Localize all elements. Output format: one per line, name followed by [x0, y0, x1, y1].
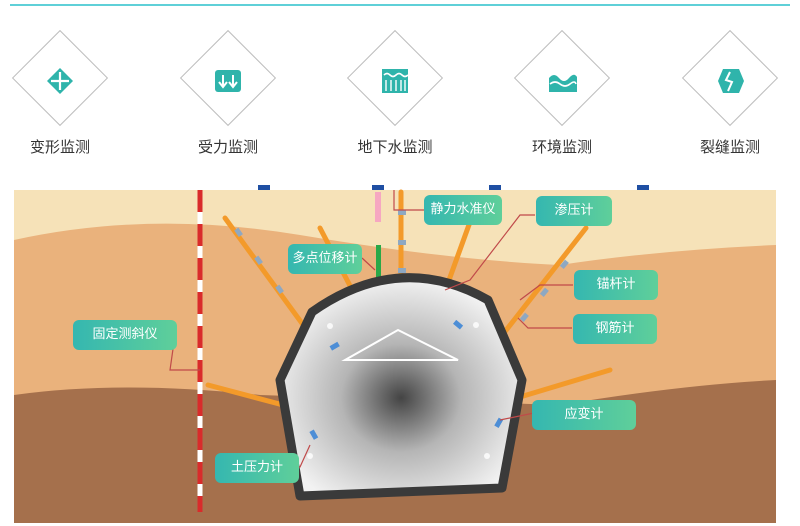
callout-piezometer[interactable]: 渗压计 [536, 196, 612, 226]
category-label: 受力监测 [197, 138, 258, 156]
tunnel-lining [275, 273, 527, 501]
groundwater-icon [382, 69, 409, 93]
category-label: 裂缝监测 [699, 138, 760, 156]
callout-static-level[interactable]: 静力水准仪 [424, 195, 502, 225]
category-label: 变形监测 [29, 138, 90, 156]
force-icon [215, 70, 241, 92]
surface-marker [258, 185, 270, 190]
callout-rebar-meter[interactable]: 钢筋计 [573, 314, 657, 344]
category-label: 环境监测 [531, 138, 592, 156]
top-divider [10, 4, 790, 6]
tunnel-points [307, 322, 490, 459]
surface-marker [372, 185, 384, 190]
callout-fixed-inclinometer[interactable]: 固定测斜仪 [73, 320, 177, 350]
static-level-pipe [375, 192, 381, 222]
deformation-icon [47, 68, 73, 94]
callout-earth-pressure-cell[interactable]: 土压力计 [215, 453, 299, 483]
extensometer-pipe [376, 245, 381, 287]
surface-marker [489, 185, 501, 190]
environment-icon [549, 74, 577, 92]
sensor-beads [234, 210, 569, 322]
surface-marker [637, 185, 649, 190]
callout-multipoint-extensometer[interactable]: 多点位移计 [288, 244, 362, 274]
crack-icon [718, 69, 744, 93]
tunnel-survey-triangle [341, 328, 459, 361]
callout-anchor-meter[interactable]: 锚杆计 [574, 270, 658, 300]
callout-strain-gauge[interactable]: 应变计 [532, 400, 636, 430]
category-label: 地下水监测 [357, 138, 433, 156]
